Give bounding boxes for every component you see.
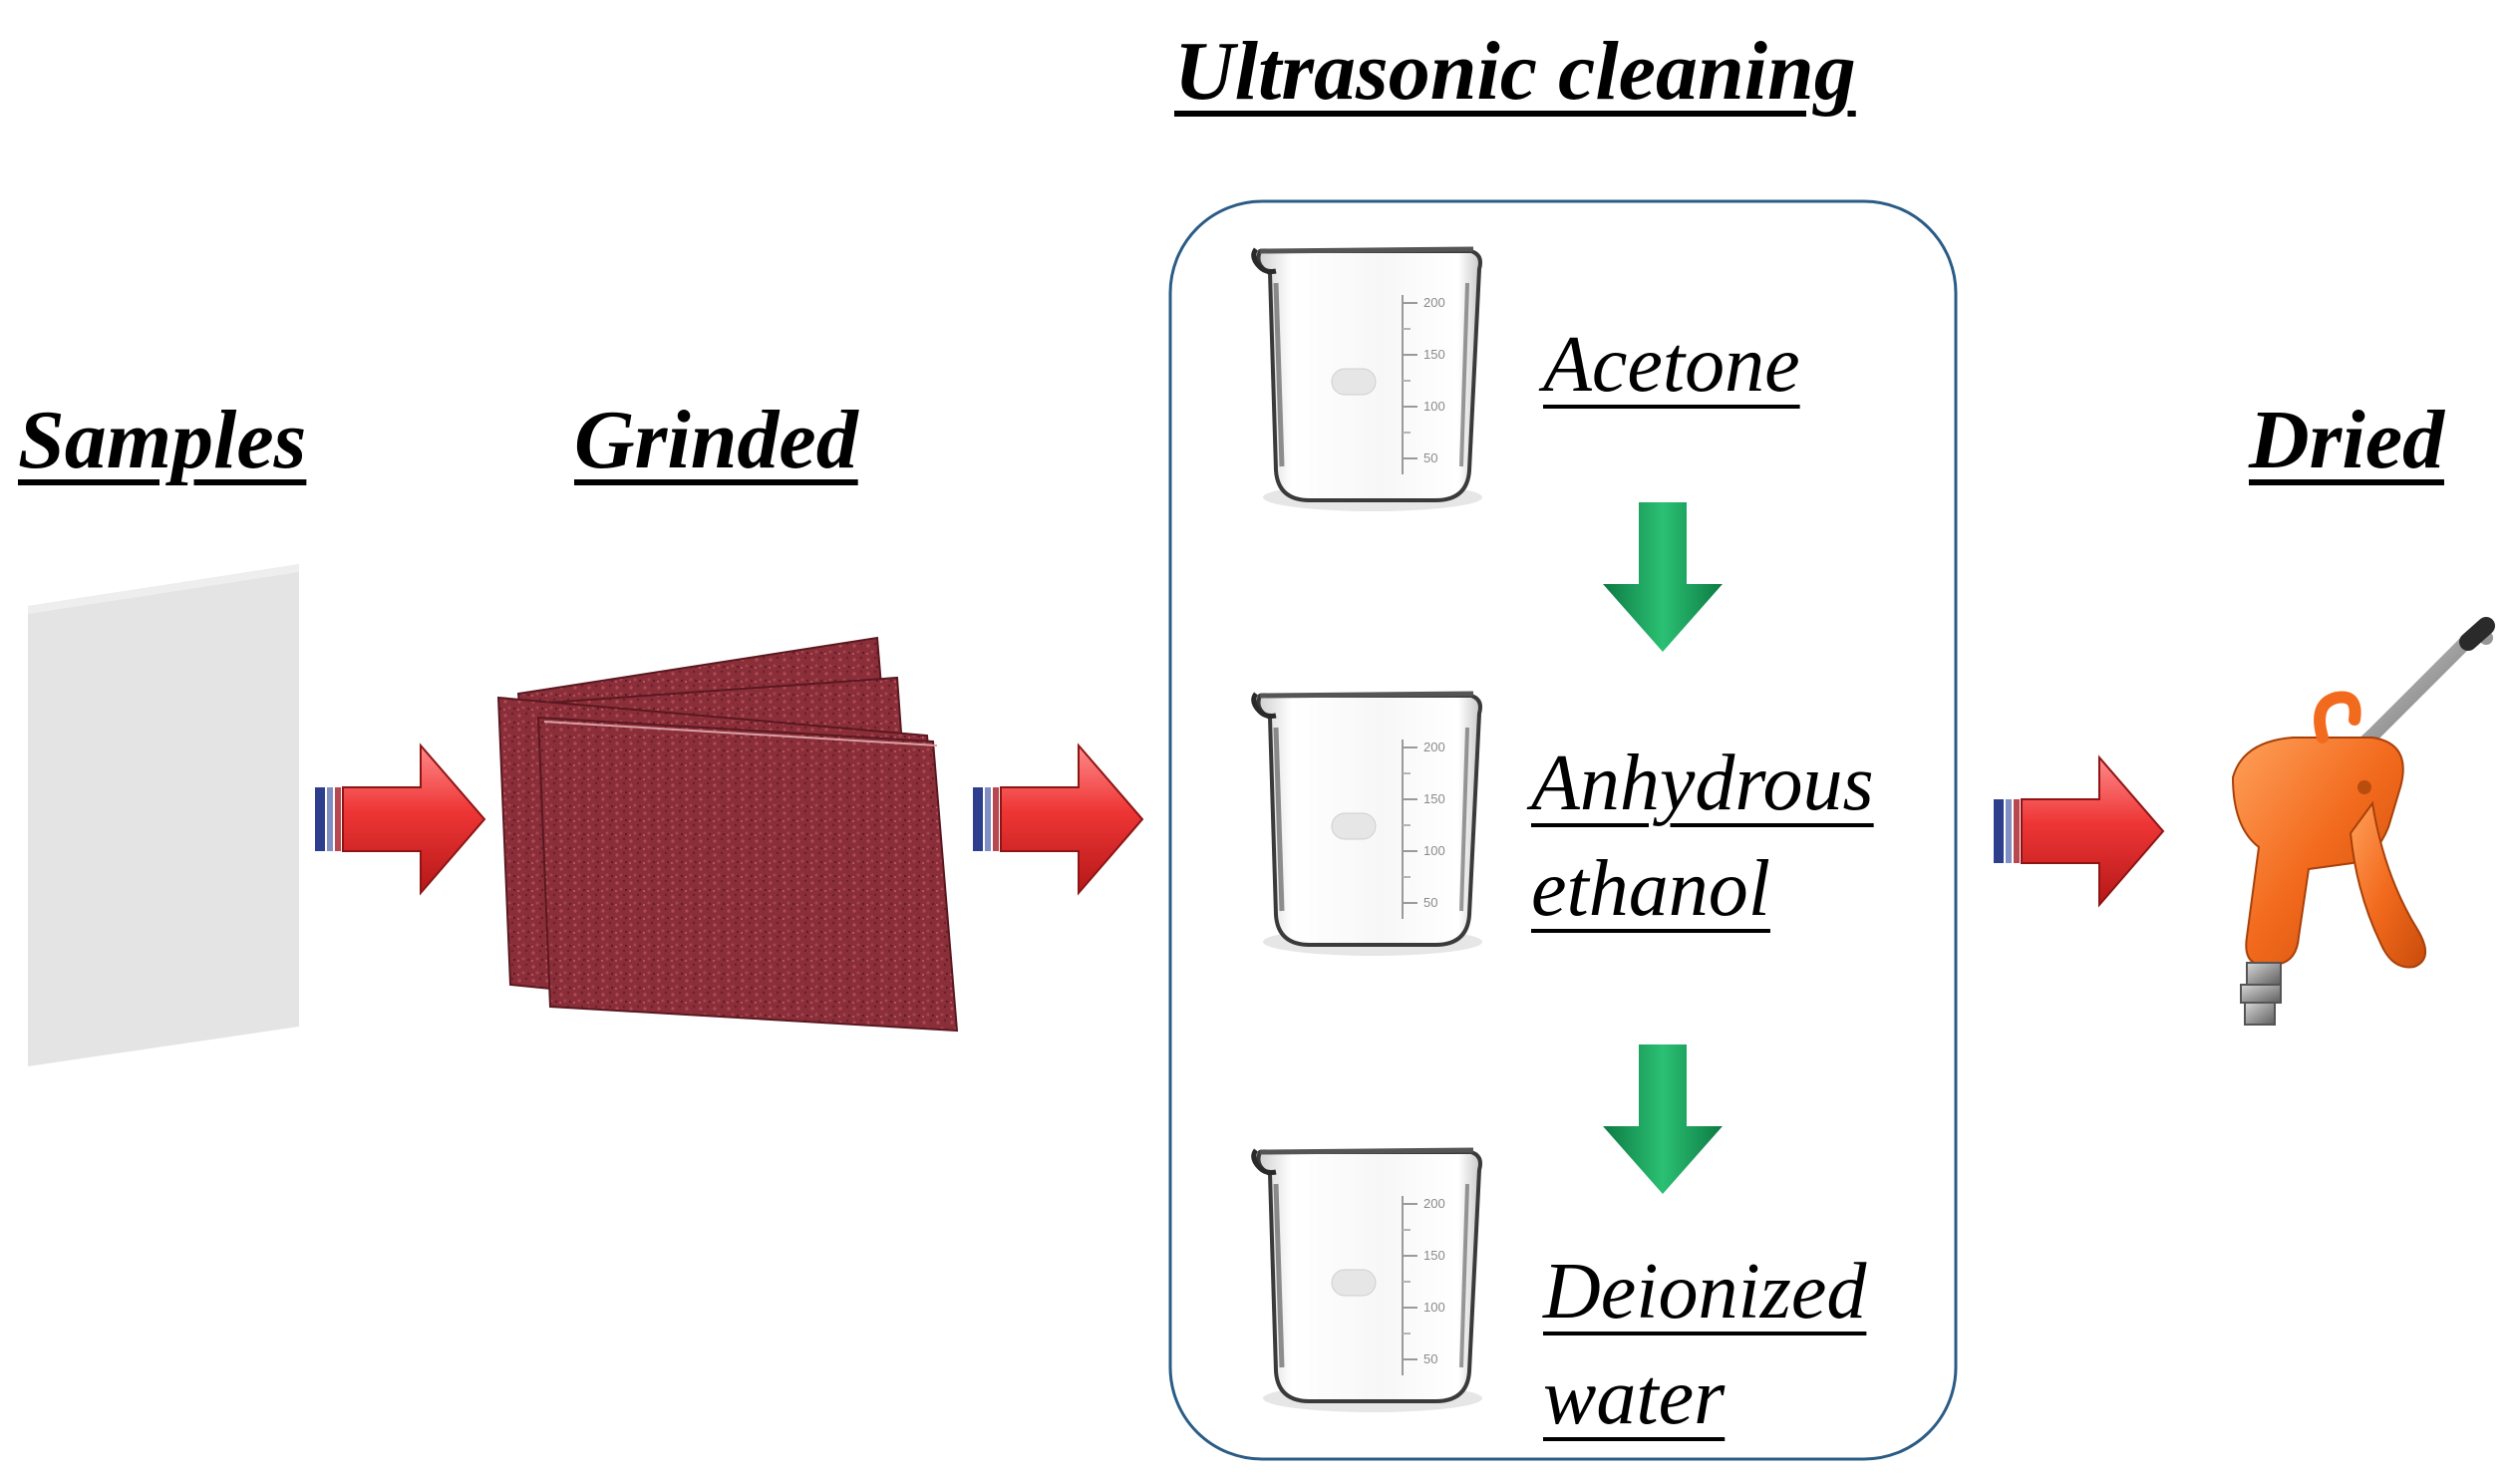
beaker-scale-water: 200 150 100 50 bbox=[1423, 1196, 1445, 1366]
scale-label: 100 bbox=[1423, 1300, 1445, 1315]
scale-label: 150 bbox=[1423, 347, 1445, 362]
process-arrow-3 bbox=[1993, 756, 2164, 906]
sandpaper-icon bbox=[496, 636, 959, 1033]
step-label-grinded: Grinded bbox=[574, 394, 858, 486]
beaker-scale-acetone: 200 150 100 50 bbox=[1423, 295, 1445, 465]
scale-label: 200 bbox=[1423, 740, 1445, 754]
scale-label: 200 bbox=[1423, 1196, 1445, 1211]
beaker-scale-ethanol: 200 150 100 50 bbox=[1423, 740, 1445, 910]
beaker-icon-ethanol bbox=[1254, 694, 1482, 956]
beaker-icon-acetone bbox=[1254, 249, 1482, 511]
solvent-label-acetone: Acetone bbox=[1543, 321, 1800, 409]
process-arrow-2 bbox=[972, 744, 1143, 894]
process-arrow-1 bbox=[314, 744, 485, 894]
step-label-samples: Samples bbox=[18, 394, 307, 486]
solvent-label-ethanol-1: Anhydrous bbox=[1531, 740, 1874, 827]
step-label-dried: Dried bbox=[2249, 394, 2444, 486]
solvent-label-water-1: Deionized bbox=[1543, 1248, 1867, 1336]
scale-label: 150 bbox=[1423, 1248, 1445, 1263]
air-blow-gun-icon bbox=[2231, 617, 2495, 1026]
scale-label: 150 bbox=[1423, 791, 1445, 806]
metal-plate-icon bbox=[28, 564, 299, 1066]
scale-label: 200 bbox=[1423, 295, 1445, 310]
scale-label: 50 bbox=[1423, 895, 1437, 910]
ultrasonic-cleaning-panel bbox=[1168, 199, 1958, 1461]
scale-label: 50 bbox=[1423, 450, 1437, 465]
beaker-icon-water bbox=[1254, 1150, 1482, 1412]
solvent-label-water-2: water bbox=[1543, 1353, 1726, 1441]
flow-arrow-down-1 bbox=[1603, 502, 1723, 652]
scale-label: 100 bbox=[1423, 843, 1445, 858]
scale-label: 100 bbox=[1423, 399, 1445, 414]
panel-title: Ultrasonic cleaning bbox=[1174, 25, 1856, 118]
flow-arrow-down-2 bbox=[1603, 1044, 1723, 1194]
scale-label: 50 bbox=[1423, 1351, 1437, 1366]
solvent-label-ethanol-2: ethanol bbox=[1531, 845, 1770, 933]
